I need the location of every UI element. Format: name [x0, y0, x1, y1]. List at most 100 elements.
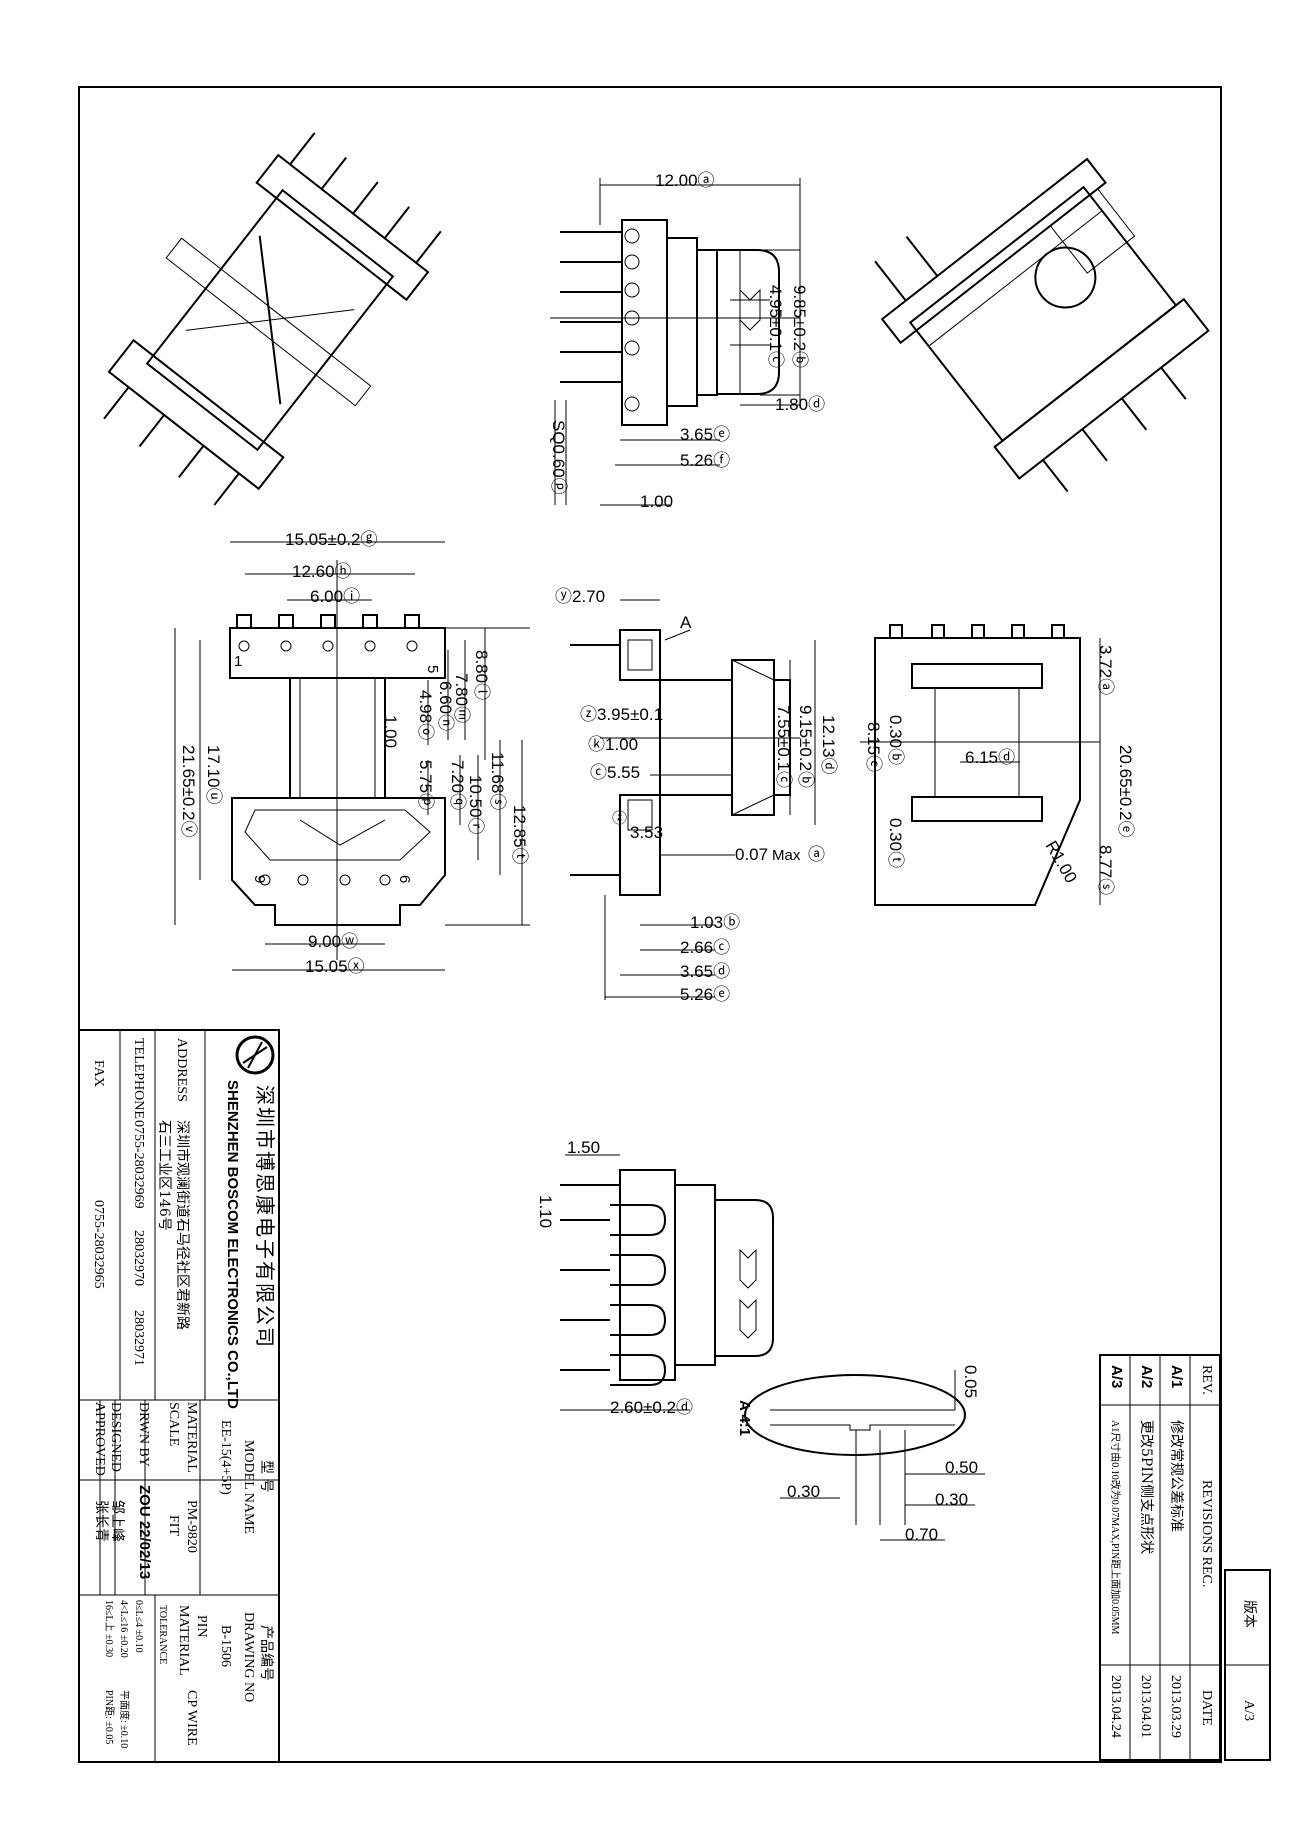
rev-header-rev: REV. — [1199, 1365, 1214, 1395]
material-value: PM-9820 — [184, 1500, 199, 1553]
dim-0-07-tag: ⓐ — [808, 845, 825, 864]
dim-1-50: 1.50 — [567, 1138, 600, 1157]
approved-label: APPROVED — [92, 1402, 107, 1476]
dim-8-80: 8.80ⓛ — [472, 650, 491, 700]
dim-0-30-detail-a: 0.30 — [787, 1482, 820, 1501]
tolerance-row-2: 4<L≤16 ±0.20 — [118, 1600, 129, 1658]
dim-0-70-detail: 0.70 — [905, 1525, 938, 1544]
dim-0-07-max: Max — [772, 847, 801, 864]
dim-1-00-top: 1.00 — [640, 492, 673, 511]
drawing-no-value: B-1506 — [218, 1625, 233, 1667]
pin-material-value: CP WIRE — [184, 1690, 199, 1746]
dim-2-60: 2.60±0.2ⓓ — [610, 1398, 693, 1417]
front-view: 1 5 9 6 15.05±0.2ⓖ 12.60ⓗ 6.00ⓘ 9.00ⓦ 15… — [174, 530, 530, 976]
iso-view-right — [874, 157, 1210, 493]
dim-1-00-side: ⓚ1.00 — [588, 735, 638, 754]
company-logo — [235, 1035, 275, 1075]
pin-material-label: MATERIAL — [176, 1605, 191, 1676]
dim-15-05-top: 15.05±0.2ⓖ — [285, 530, 378, 549]
designed-value: 邹上峰 — [109, 1500, 125, 1542]
scale-value: FIT — [166, 1515, 181, 1536]
dim-21-65: 21.65±0.2ⓥ — [179, 745, 198, 838]
dim-5-26-top: 5.26ⓕ — [680, 451, 730, 470]
company-name-cn: 深圳市博思康电子有限公司 — [253, 1085, 277, 1349]
model-name-value: EE-15(4+5P) — [218, 1420, 233, 1495]
detail-a: 0.05 0.30 0.50 0.30 0.70 — [744, 1365, 985, 1544]
dim-17-10: 17.10ⓤ — [204, 745, 223, 805]
dim-12-60: 12.60ⓗ — [292, 562, 352, 581]
tolerance-pin: PIN距: ±0.05 — [103, 1690, 115, 1744]
rev-row-1-desc: 修改常规公差标准 — [1168, 1420, 1184, 1532]
tolerance-label: TOLERANCE — [157, 1605, 168, 1664]
dim-1-10: 1.10 — [536, 1195, 555, 1228]
tolerance-row-1: 0≤L≤4 ±0.10 — [133, 1600, 144, 1653]
iso-view-left — [103, 132, 442, 506]
dim-12-13: 12.13ⓓ — [819, 715, 838, 775]
telephone-number: 0755-28032969 — [131, 1120, 146, 1209]
bottom-view: 1.50 1.10 2.60±0.2ⓓ A 4:1 — [536, 1138, 774, 1436]
rev-header-title: REVISIONS REC. — [1199, 1480, 1214, 1587]
address-line-1: 深圳市观澜街道石马径社区君新路 — [174, 1120, 191, 1330]
dim-12-85: 12.85ⓣ — [510, 805, 529, 865]
dim-9-85: 9.85±0.2ⓑ — [790, 285, 809, 368]
dim-4-98: 4.98ⓞ — [416, 690, 435, 740]
address-line-2: 石三工业区146号 — [156, 1120, 172, 1231]
drawing-no-label: DRAWING NO — [241, 1612, 256, 1702]
rev-row-2-rev: A/2 — [1138, 1365, 1155, 1388]
dim-9-00: 9.00ⓦ — [308, 932, 358, 951]
company-name-en: SHENZHEN BOSCOM ELECTRONICS CO.,LTD — [224, 1080, 241, 1409]
rev-row-1-date: 2013.03.29 — [1168, 1675, 1183, 1738]
dim-0-05: 0.05 — [961, 1365, 980, 1398]
dim-10-50: 10.50ⓡ — [466, 775, 485, 835]
dim-sq0-60: SQ0.60ⓟ — [549, 420, 568, 495]
rev-row-3-rev: A/3 — [1108, 1365, 1125, 1388]
material-label: MATERIAL — [184, 1402, 199, 1473]
drawn-by-label: DRWN BY — [136, 1402, 151, 1467]
telephone-number-3: 28032971 — [131, 1310, 146, 1366]
dim-3-95: ⓩ3.95±0.1 — [580, 705, 663, 724]
pin-label: PIN — [194, 1615, 209, 1638]
model-name-cn: 型 号 — [258, 1460, 274, 1492]
radius-1-00: R1.00 — [1042, 838, 1081, 887]
fax-number: 0755-28032965 — [91, 1200, 106, 1289]
model-name-label: MODEL NAME — [241, 1440, 256, 1534]
sheet-border — [78, 86, 1222, 1763]
side-view: ⓨ2.70 A ⓩ3.95±0.1 ⓚ1.00 ⓒ5.55 9.15±0.2ⓑ … — [555, 587, 838, 1004]
dim-0-30-detail-b: 0.30 — [935, 1490, 968, 1509]
dim-5-26-side: 5.26ⓔ — [680, 985, 730, 1004]
dim-5-55: ⓒ5.55 — [590, 763, 640, 782]
rev-row-1-rev: A/1 — [1168, 1365, 1185, 1388]
address-label: ADDRESS — [174, 1038, 189, 1102]
dim-3-53: 3.53 — [630, 823, 663, 842]
dim-1-00-front: 1.00 — [381, 715, 400, 748]
rev-row-3-desc: A1尺寸由0.10改为0.07MAX,PIN距上面加0.05MM — [1109, 1420, 1122, 1635]
dim-7-55: 7.55±0.1ⓒ — [774, 705, 793, 788]
dim-15-05-bottom: 15.05ⓧ — [305, 957, 365, 976]
dim-8-15: 8.15ⓒ — [864, 722, 883, 772]
rev-row-2-desc: 更改5PIN侧支点形状 — [1138, 1420, 1154, 1554]
version-label-cn: 版本 — [1241, 1600, 1257, 1628]
rev-row-3-date: 2013.04.24 — [1108, 1675, 1123, 1738]
dim-6-00: 6.00ⓘ — [310, 587, 360, 606]
dim-5-75: 5.75ⓟ — [416, 760, 435, 810]
tolerance-flatness: 平面度: ±0.10 — [118, 1690, 131, 1748]
dim-1-03: 1.03ⓑ — [690, 913, 740, 932]
dim-7-80: 7.80ⓜ — [452, 673, 471, 723]
dim-2-66: 2.66ⓒ — [680, 938, 730, 957]
designed-label: DESIGNED — [108, 1402, 123, 1472]
dim-0-50-detail: 0.50 — [945, 1458, 978, 1477]
top-view: 12.00ⓐ 9.85±0.2ⓑ 4.95±0.1ⓒ 1.80ⓓ 3.65ⓔ 5… — [549, 171, 825, 511]
dim-8-77: 8.77ⓢ — [1096, 845, 1115, 895]
pin-label-5: 5 — [424, 665, 441, 673]
dim-3-72: 3.72ⓐ — [1096, 645, 1115, 695]
rev-row-2-date: 2013.04.01 — [1138, 1675, 1153, 1738]
scale-label: SCALE — [166, 1402, 181, 1446]
fax-label: FAX — [91, 1060, 106, 1087]
dim-2-70: ⓨ2.70 — [555, 587, 605, 606]
dim-3-65-side: 3.65ⓓ — [680, 962, 730, 981]
detail-a-callout: A — [680, 613, 692, 632]
pin-label-6: 6 — [396, 875, 413, 883]
dim-12-00: 12.00ⓐ — [655, 171, 715, 190]
dim-11-68: 11.68ⓢ — [488, 752, 507, 810]
right-view: 3.72ⓐ 0.30ⓑ 8.15ⓒ 6.15ⓓ 20.65±0.2ⓔ R1.00… — [860, 624, 1135, 906]
